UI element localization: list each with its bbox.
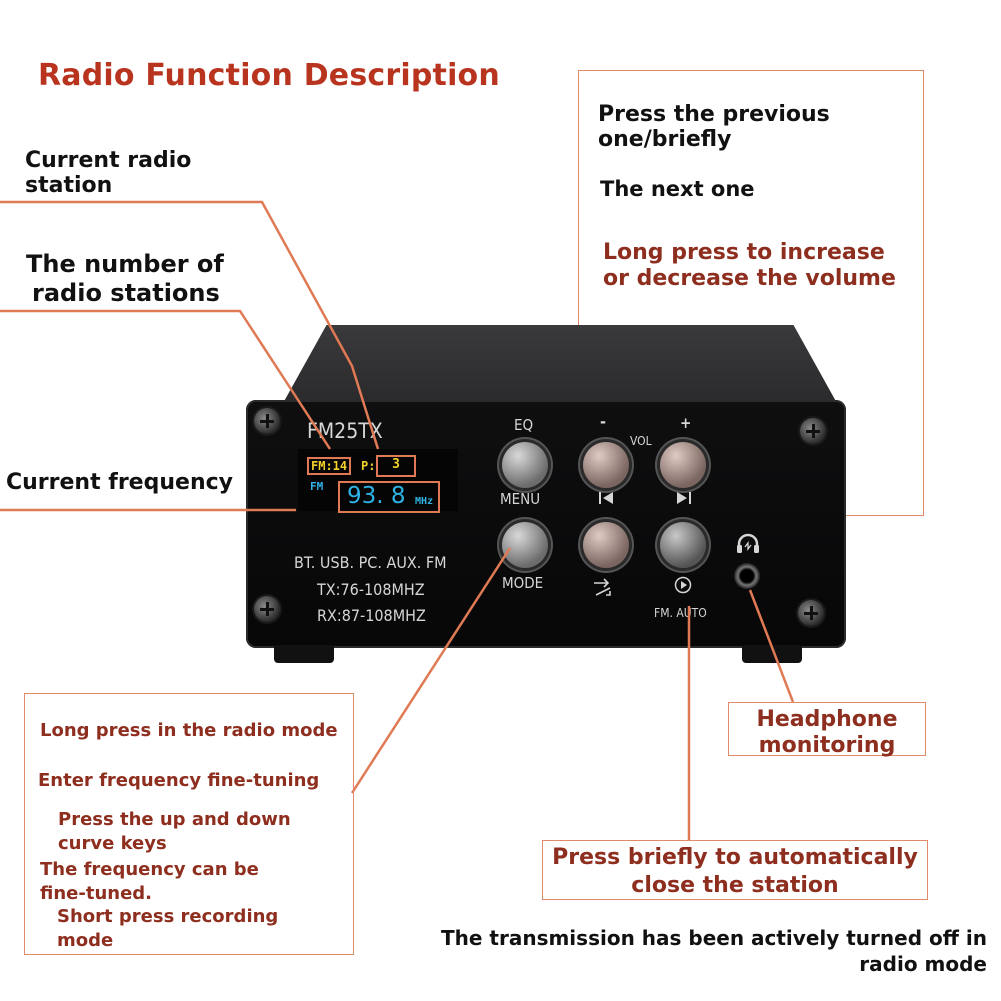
headphone-info-box — [728, 702, 926, 756]
label-current-frequency: Current frequency — [6, 470, 233, 495]
display-frequency-box: 93. 8 MHz — [338, 481, 440, 513]
vol-down-prev-button[interactable] — [583, 442, 629, 488]
label-number-of-stations: The number of radio stations — [26, 250, 224, 307]
headphone-jack[interactable] — [734, 563, 760, 589]
next-one-info: The next one — [600, 177, 755, 201]
vol-plus-label: + — [680, 414, 692, 432]
enter-fine-tuning: Enter frequency fine-tuning — [38, 770, 320, 791]
auto-station-info: Press briefly to automatically close the… — [552, 845, 918, 898]
device-foot-right — [742, 645, 802, 663]
device-foot-left — [274, 645, 334, 663]
screw-icon — [798, 600, 824, 626]
display-p-label: P: — [361, 459, 376, 473]
spec-rx: RX:87-108MHZ — [317, 606, 426, 625]
eq-button[interactable] — [502, 442, 548, 488]
fm-auto-label: FM. AUTO — [654, 606, 707, 620]
screw-icon — [254, 596, 280, 622]
display-current-station: 3 — [376, 455, 416, 477]
fm-auto-button[interactable] — [660, 522, 706, 568]
transmission-note: The transmission has been actively turne… — [441, 926, 987, 976]
vol-up-next-button[interactable] — [660, 442, 706, 488]
vol-minus-label: - — [600, 412, 606, 431]
spec-tx: TX:76-108MHZ — [317, 580, 425, 599]
headphone-monitoring: Headphone monitoring — [756, 707, 898, 759]
shuffle-button[interactable] — [583, 522, 629, 568]
mode-label: MODE — [502, 574, 544, 592]
spec-modes: BT. USB. PC. AUX. FM — [294, 553, 447, 572]
volume-info: Long press to increase or decrease the v… — [603, 240, 896, 292]
display-unit: MHz — [415, 496, 434, 507]
mode-button[interactable] — [502, 522, 548, 568]
prev-next-info: Press the previous one/briefly — [598, 102, 830, 153]
headphone-icon — [737, 533, 759, 553]
device-top-panel — [282, 325, 838, 405]
eq-label: EQ — [514, 416, 534, 434]
mode-key-info-box — [24, 693, 354, 955]
prev-track-icon — [599, 492, 613, 504]
display-band: FM — [310, 480, 324, 493]
next-track-icon — [677, 492, 691, 504]
play-circle-icon — [674, 576, 692, 594]
display-frequency: 93. 8 — [347, 483, 406, 509]
screw-icon — [254, 408, 280, 434]
fine-tune-info: The frequency can be fine-tuned. — [40, 859, 259, 905]
label-current-station: Current radio station — [25, 148, 192, 199]
screw-icon — [800, 418, 826, 444]
page-title: Radio Function Description — [38, 58, 500, 93]
long-press-radio-mode: Long press in the radio mode — [40, 720, 338, 741]
display-station-count: FM:14 — [307, 457, 352, 475]
auto-station-info-box — [542, 840, 928, 900]
shuffle-icon — [594, 578, 611, 596]
menu-label: MENU — [500, 490, 541, 508]
oled-display — [298, 449, 458, 511]
device-front-panel — [246, 400, 846, 648]
recording-mode-info: Short press recording mode — [57, 906, 279, 952]
vol-label: VOL — [630, 434, 652, 448]
up-down-keys-info: Press the up and down curve keys — [58, 809, 291, 855]
